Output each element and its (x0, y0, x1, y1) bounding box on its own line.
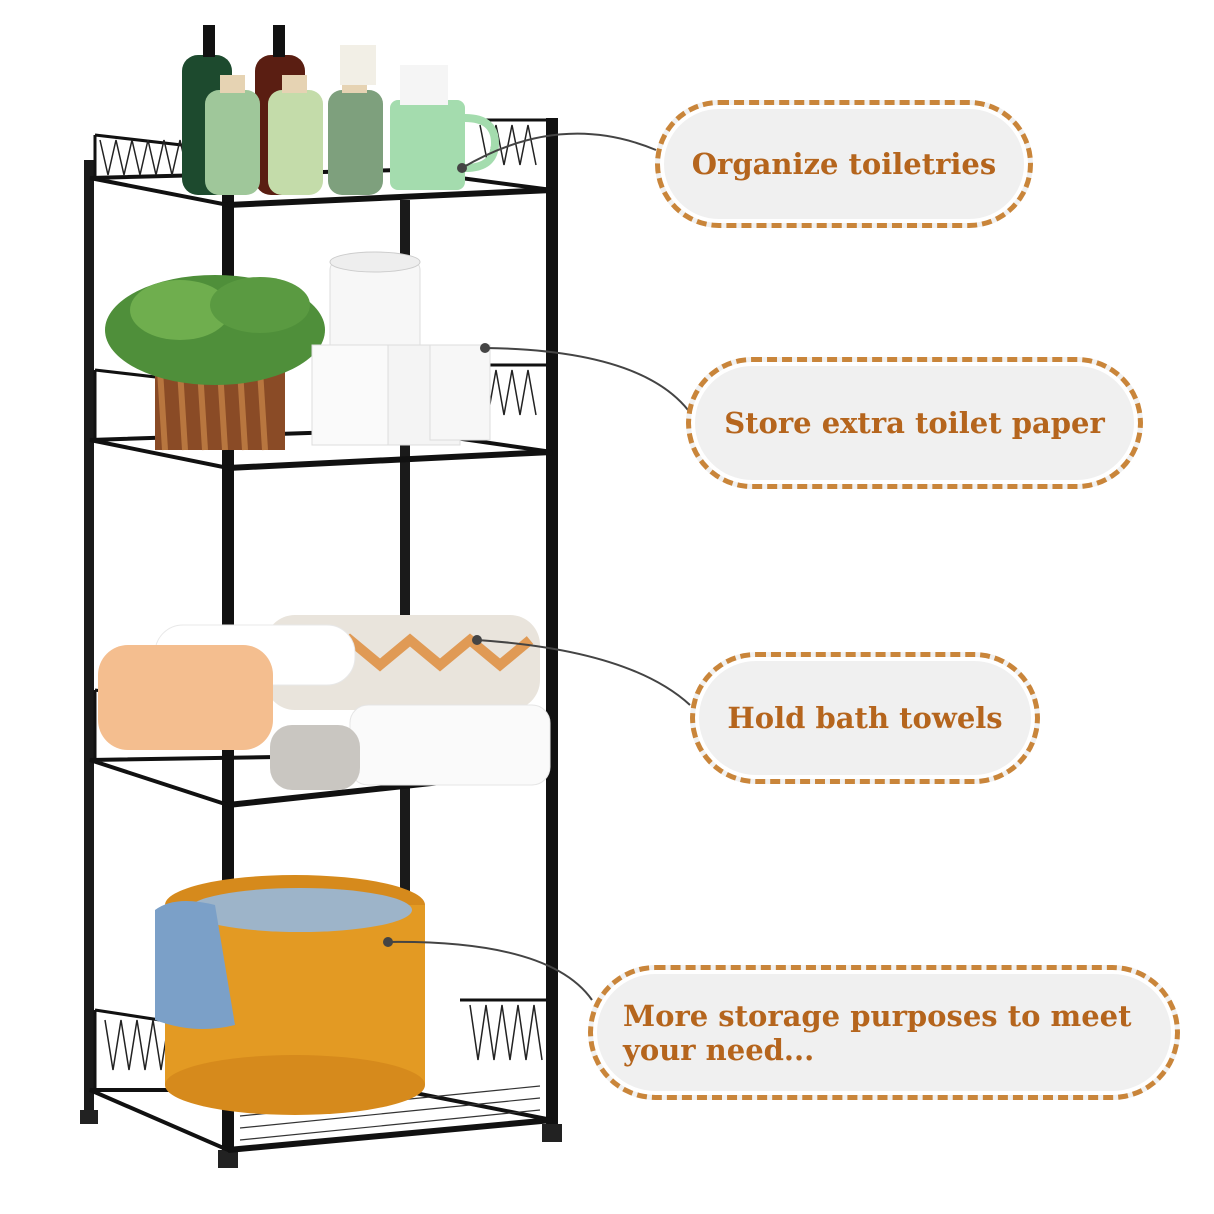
callout-label: Store extra toilet paper (724, 406, 1105, 440)
leader-lines (383, 132, 691, 1001)
callout-label: Organize toiletries (691, 147, 997, 181)
basket-illustration (155, 875, 425, 1115)
toilet-paper-illustration (105, 251, 491, 451)
callout-label: More storage purposes to meet your need.… (623, 998, 1132, 1067)
callout-more-storage: More storage purposes to meet your need.… (588, 965, 1180, 1100)
callout-organize-toiletries: Organize toiletries (655, 100, 1033, 228)
callout-store-toilet-paper: Store extra toilet paper (686, 357, 1143, 489)
callout-hold-bath-towels: Hold bath towels (690, 652, 1040, 784)
callout-label: Hold bath towels (727, 701, 1003, 735)
toiletries-illustration (182, 25, 500, 195)
towels-illustration (98, 615, 551, 790)
